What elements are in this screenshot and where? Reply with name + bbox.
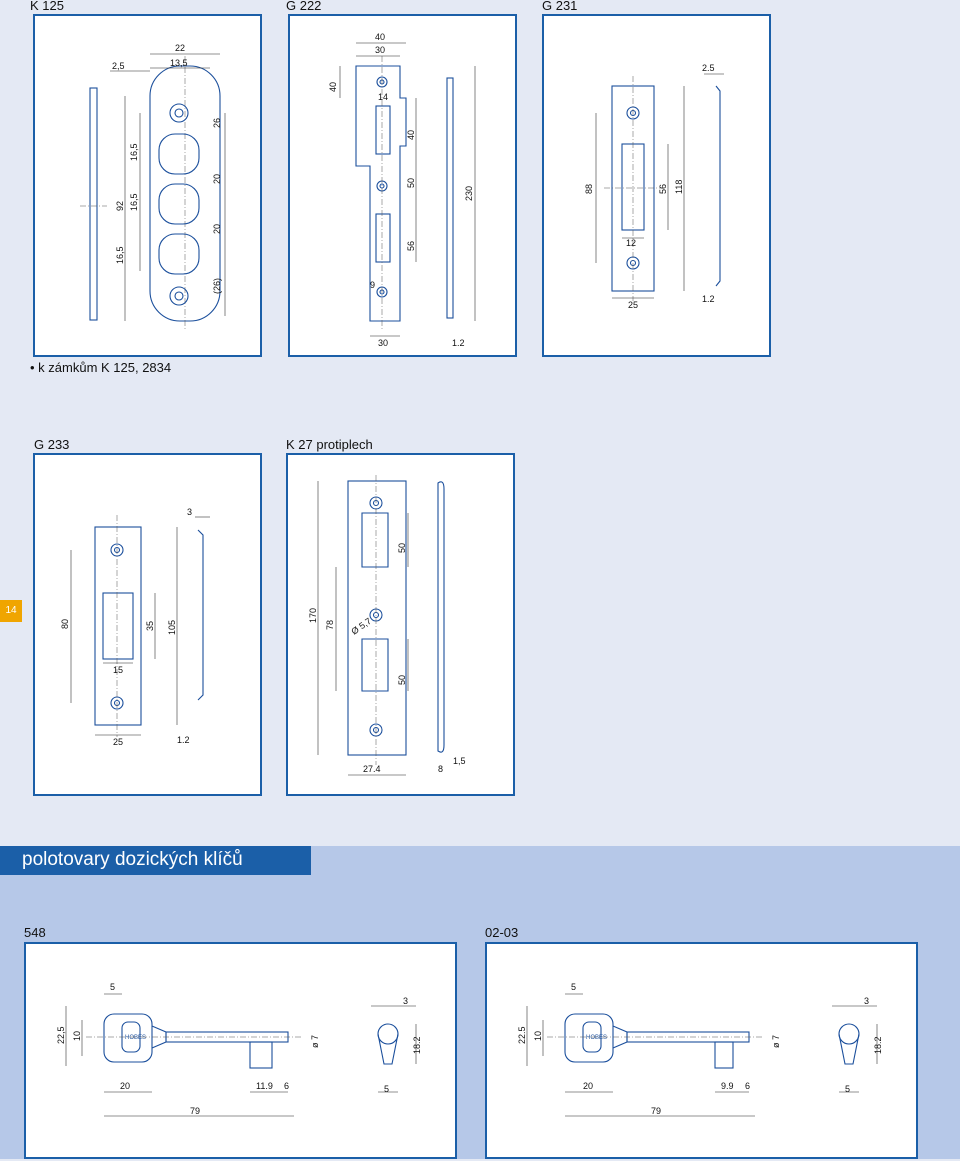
dim-g222-30: 30 [375,45,385,55]
dim-0203-5: 5 [571,982,576,992]
dim-k27-8: 8 [438,764,443,774]
dim-g222-50: 50 [406,178,416,188]
panel-g231: 2.5 88 56 118 12 25 1.2 [542,14,771,357]
dim-g222-12: 1.2 [452,338,465,348]
title-548: 548 [24,925,46,940]
title-k27: K 27 protiplech [286,437,373,452]
dim-0203-3: 3 [864,996,869,1006]
dim-g222-9: 9 [370,280,375,290]
dim-g233-3: 3 [187,507,192,517]
dim-g222-14: 14 [378,92,388,102]
dim-g222-40: 40 [375,32,385,42]
dim-0203-5b: 5 [845,1084,850,1094]
dim-k27-274: 27.4 [363,764,381,774]
dim-g233-35: 35 [145,621,155,631]
dim-g233-12: 1.2 [177,735,190,745]
dim-k125-165c: 16,5 [115,246,125,264]
dim-g231-88: 88 [584,184,594,194]
dim-g233-80: 80 [60,619,70,629]
logo-0203: HOBES [586,1035,607,1041]
logo-548: HOBES [125,1035,146,1041]
panel-g222: 40 30 40 14 40 50 56 230 9 30 1.2 [288,14,517,357]
note-k125: • k zámkům K 125, 2834 [30,360,172,375]
panel-g233: 3 80 35 105 15 25 1.2 [33,453,262,796]
dim-548-182: 18.2 [412,1036,422,1054]
banner-title: polotovary dozických klíčů [22,849,243,870]
dim-0203-10: 10 [533,1031,543,1041]
dim-0203-6: 6 [745,1081,750,1091]
title-g222: G 222 [286,0,322,13]
drawing-g231: 2.5 88 56 118 12 25 1.2 [584,63,724,310]
dim-548-10: 10 [72,1031,82,1041]
dim-k27-15: 1,5 [453,756,466,766]
dim-k125-165a: 16,5 [129,143,139,161]
dim-548-79: 79 [190,1106,200,1116]
drawing-0203: HOBES 5 3 22.5 10 ø 7 18.2 20 9.9 6 5 79 [517,982,883,1117]
dim-548-3: 3 [403,996,408,1006]
dim-g233-15: 15 [113,665,123,675]
panel-548: HOBES 5 3 22,5 10 ø 7 18.2 20 11.9 6 5 7… [24,942,457,1159]
dim-g222-56: 56 [406,241,416,251]
dim-0203-20: 20 [583,1081,593,1091]
dim-g231-56: 56 [658,184,668,194]
drawing-k125: 22 2,5 13,5 92 16,5 16,5 16,5 26 20 20 (… [80,43,226,331]
dim-k125-13: 13,5 [170,58,188,68]
dim-0203-182: 18.2 [873,1036,883,1054]
dim-g233-25: 25 [113,737,123,747]
dim-g231-118: 118 [674,180,684,194]
title-k125: K 125 [30,0,64,13]
dim-k27-dia: Ø 5,7 [349,616,373,637]
dim-g233-105: 105 [167,620,177,635]
title-0203: 02-03 [485,925,519,940]
panel-k125: 22 2,5 13,5 92 16,5 16,5 16,5 26 20 20 (… [33,14,262,357]
dim-k125-22: 22 [175,43,185,53]
dim-g231-25t: 2.5 [702,63,715,73]
dim-k125-p26: (26) [212,278,222,294]
dim-g231-12: 12 [626,238,636,248]
section-banner: polotovary dozických klíčů [0,846,311,875]
dim-0203-99: 9.9 [721,1081,734,1091]
panel-0203: HOBES 5 3 22.5 10 ø 7 18.2 20 9.9 6 5 79 [485,942,918,1159]
drawing-g233: 3 80 35 105 15 25 1.2 [60,507,210,747]
dim-g231-25: 25 [628,300,638,310]
dim-g222-230: 230 [464,186,474,201]
dim-0203-dia7: ø 7 [771,1035,781,1048]
dim-548-225: 22,5 [56,1026,66,1044]
dim-k125-165b: 16,5 [129,193,139,211]
dim-k125-20a: 20 [212,174,222,184]
dim-k27-50b: 50 [397,675,407,685]
dim-k27-50a: 50 [397,543,407,553]
dim-548-119: 11.9 [256,1081,273,1091]
title-g231: G 231 [542,0,578,13]
dim-548-5b: 5 [384,1084,389,1094]
title-g233: G 233 [34,437,70,452]
page-number-tab: 14 [0,600,22,622]
panel-k27: 170 78 Ø 5,7 50 50 27.4 8 1,5 [286,453,515,796]
dim-k27-78: 78 [325,620,335,630]
dim-k125-20b: 20 [212,224,222,234]
dim-0203-225: 22.5 [517,1026,527,1044]
dim-g231-t12: 1.2 [702,294,715,304]
dim-548-20: 20 [120,1081,130,1091]
drawing-548: HOBES 5 3 22,5 10 ø 7 18.2 20 11.9 6 5 7… [56,982,422,1117]
drawing-k27: 170 78 Ø 5,7 50 50 27.4 8 1,5 [308,475,466,776]
dim-0203-79: 79 [651,1106,661,1116]
dim-k125-26: 26 [212,118,222,128]
dim-k125-25: 2,5 [112,61,125,71]
dim-g222-40r: 40 [406,130,416,140]
dim-k27-170: 170 [308,608,318,623]
dim-548-dia7: ø 7 [310,1035,320,1048]
dim-548-5: 5 [110,982,115,992]
dim-k125-92: 92 [115,201,125,211]
dim-g222-b30: 30 [378,338,388,348]
dim-548-6: 6 [284,1081,289,1091]
dim-g222-40l: 40 [328,82,338,92]
drawing-g222: 40 30 40 14 40 50 56 230 9 30 1.2 [328,32,476,348]
